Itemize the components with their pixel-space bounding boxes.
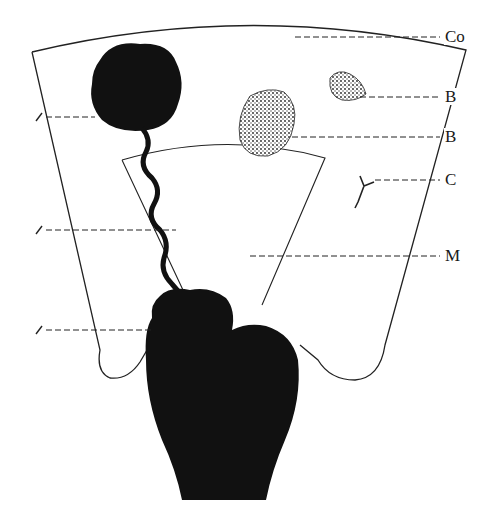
part-label: B (444, 88, 457, 105)
part-label: B (444, 128, 457, 145)
part-label: Co (444, 28, 466, 45)
part-label: M (444, 247, 461, 264)
part-label: C (444, 171, 457, 188)
